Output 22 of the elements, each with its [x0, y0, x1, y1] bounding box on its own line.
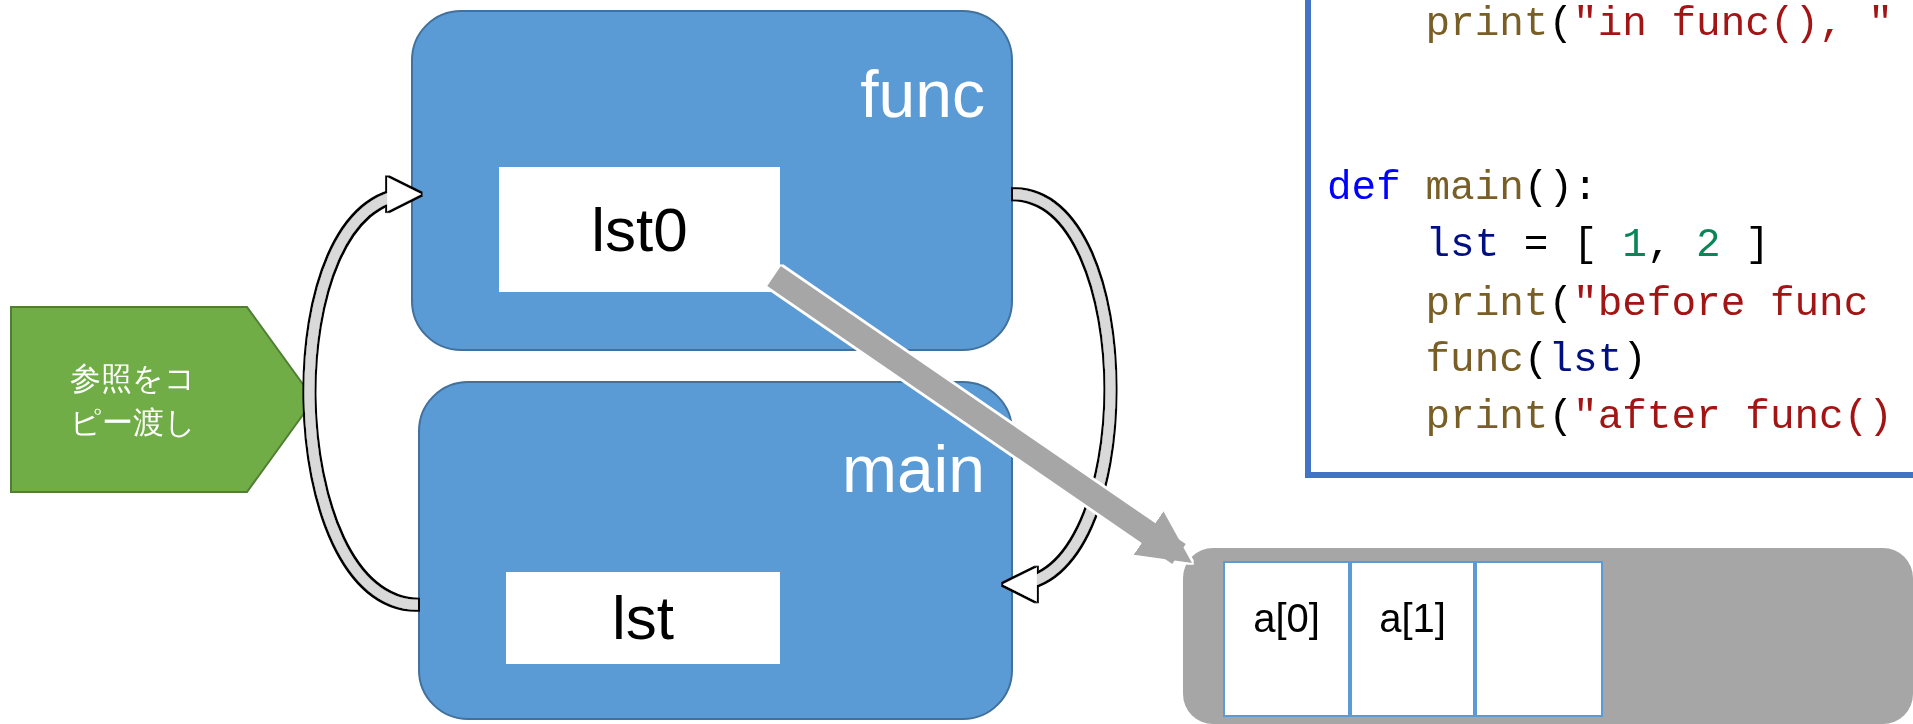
frame-title: func	[860, 56, 985, 132]
variable-box	[506, 572, 780, 664]
function-frame	[411, 10, 1013, 351]
frame-title: main	[841, 431, 985, 507]
block-arrow	[767, 266, 1193, 564]
code-line: print("after func()	[1424, 393, 1893, 442]
function-frame	[418, 381, 1013, 720]
element-label: a[0]	[1252, 595, 1321, 642]
code-line: def main():	[1327, 164, 1598, 213]
code-line: print("before func	[1424, 280, 1869, 329]
element-label: a[1]	[1378, 595, 1447, 642]
memory-block	[1183, 548, 1913, 724]
variable-box	[499, 167, 780, 292]
variable-name: lst0	[590, 193, 689, 266]
array-cell	[1350, 561, 1475, 717]
code-line: print("in func(), "	[1424, 0, 1893, 49]
code-line: func(lst)	[1424, 336, 1647, 385]
array-cell	[1223, 561, 1350, 717]
variable-name: lst	[611, 582, 675, 654]
callout-text: 参照をコピー渡し	[69, 358, 197, 442]
array-cell	[1475, 561, 1603, 717]
code-line: lst = [ 1, 2 ]	[1424, 221, 1770, 270]
